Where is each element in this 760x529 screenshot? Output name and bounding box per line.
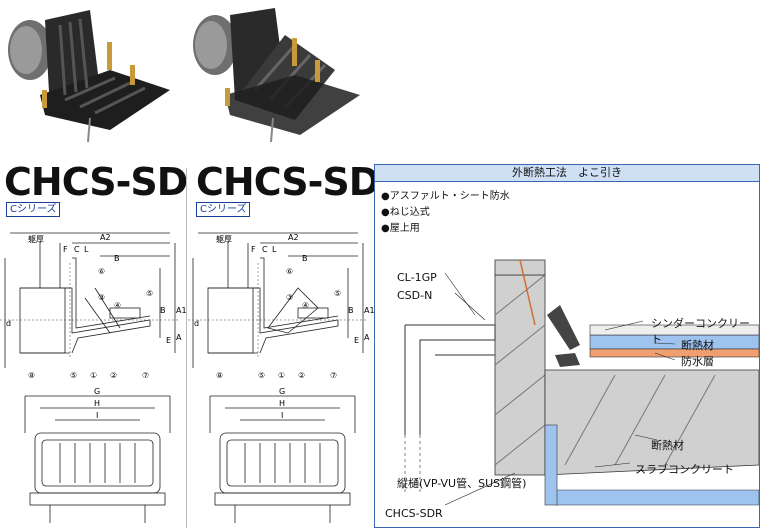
- callout-cinder: シンダーコンクリート: [651, 317, 750, 346]
- svg-text:⑤: ⑤: [258, 371, 265, 380]
- svg-text:B: B: [114, 254, 120, 263]
- bullet-screw: ●ねじ込式: [381, 207, 430, 218]
- panel-code: CHCS-SDR: [385, 507, 443, 520]
- svg-text:⑧: ⑧: [216, 371, 223, 380]
- section-drawing-sdr: 躯厚 A2 F C L B d B A1 E A ⑥ ③ ④ ⑤ ⑧ ⑤ ① ②…: [188, 232, 374, 380]
- svg-text:I: I: [96, 411, 98, 420]
- svg-text:⑤: ⑤: [334, 289, 341, 298]
- svg-text:d: d: [194, 319, 199, 328]
- installation-diagram: [404, 259, 759, 506]
- svg-text:⑤: ⑤: [146, 289, 153, 298]
- front-drawing-sdr: G H I: [209, 388, 356, 523]
- svg-text:H: H: [279, 399, 285, 408]
- svg-text:I: I: [281, 411, 283, 420]
- svg-text:C: C: [74, 245, 80, 254]
- svg-text:A1: A1: [176, 306, 186, 315]
- callout-insulation-bottom: 断熱材: [651, 439, 684, 452]
- bullet-roof: ●屋上用: [381, 223, 420, 234]
- callout-insulation-top: 断熱材: [681, 339, 714, 352]
- dim-wall-label: 躯厚: [28, 234, 44, 244]
- svg-text:B: B: [160, 306, 166, 315]
- svg-text:A: A: [364, 333, 370, 342]
- svg-text:A1: A1: [364, 306, 374, 315]
- series-badge-sdr: Cシリーズ: [196, 202, 251, 217]
- svg-text:F: F: [63, 245, 68, 254]
- svg-text:躯厚: 躯厚: [216, 234, 232, 244]
- section-drawing-sd: 躯厚 A2 F C L B d B A1 E A ⑥ ③ ④ ⑤ ⑧ ⑤ ① ②…: [0, 232, 186, 380]
- svg-text:②: ②: [298, 371, 305, 380]
- dim-a2-label: A2: [100, 233, 111, 242]
- svg-text:⑦: ⑦: [142, 371, 149, 380]
- panel-title: 外断熱工法 よこ引き: [375, 165, 759, 182]
- svg-text:F: F: [251, 245, 256, 254]
- svg-text:⑤: ⑤: [70, 371, 77, 380]
- svg-text:H: H: [94, 399, 100, 408]
- product-photo-sd: [8, 10, 170, 143]
- installation-panel: 外断熱工法 よこ引き ●アスファルト・シート防水 ●ねじ込式 ●屋上用: [374, 164, 760, 528]
- svg-text:B: B: [302, 254, 308, 263]
- callout-pipe: 縦樋(VP-VU管、SUS鋼管): [397, 477, 527, 490]
- callout-waterproof: 防水層: [681, 355, 714, 368]
- svg-text:①: ①: [278, 371, 285, 380]
- callout-cl: CL-1GP: [397, 271, 437, 284]
- svg-text:⑥: ⑥: [98, 267, 105, 276]
- svg-text:B: B: [348, 306, 354, 315]
- series-badge-sd: Cシリーズ: [6, 202, 61, 217]
- svg-text:A2: A2: [288, 233, 299, 242]
- svg-text:⑦: ⑦: [330, 371, 337, 380]
- front-drawing-sd: G H I: [24, 388, 171, 523]
- svg-text:③: ③: [286, 293, 293, 302]
- svg-text:C: C: [262, 245, 268, 254]
- svg-text:③: ③: [98, 293, 105, 302]
- divider: [186, 168, 187, 528]
- svg-text:G: G: [94, 388, 100, 396]
- model-title-sdr: CHCS-SDR: [196, 160, 409, 204]
- callout-csd: CSD-N: [397, 289, 433, 302]
- svg-text:L: L: [272, 245, 277, 254]
- svg-text:②: ②: [110, 371, 117, 380]
- model-title-sd: CHCS-SD: [4, 160, 188, 204]
- svg-text:d: d: [6, 319, 11, 328]
- svg-text:⑥: ⑥: [286, 267, 293, 276]
- bullet-waterproof: ●アスファルト・シート防水: [381, 191, 510, 202]
- svg-text:①: ①: [90, 371, 97, 380]
- svg-text:A: A: [176, 333, 182, 342]
- svg-text:⑧: ⑧: [28, 371, 35, 380]
- callout-slab: スラブコンクリート: [635, 463, 734, 476]
- svg-text:E: E: [166, 336, 171, 345]
- svg-text:④: ④: [114, 301, 121, 310]
- svg-text:④: ④: [302, 301, 309, 310]
- svg-text:E: E: [354, 336, 359, 345]
- product-photo-sdr: [193, 8, 360, 143]
- svg-text:G: G: [279, 388, 285, 396]
- svg-text:L: L: [84, 245, 89, 254]
